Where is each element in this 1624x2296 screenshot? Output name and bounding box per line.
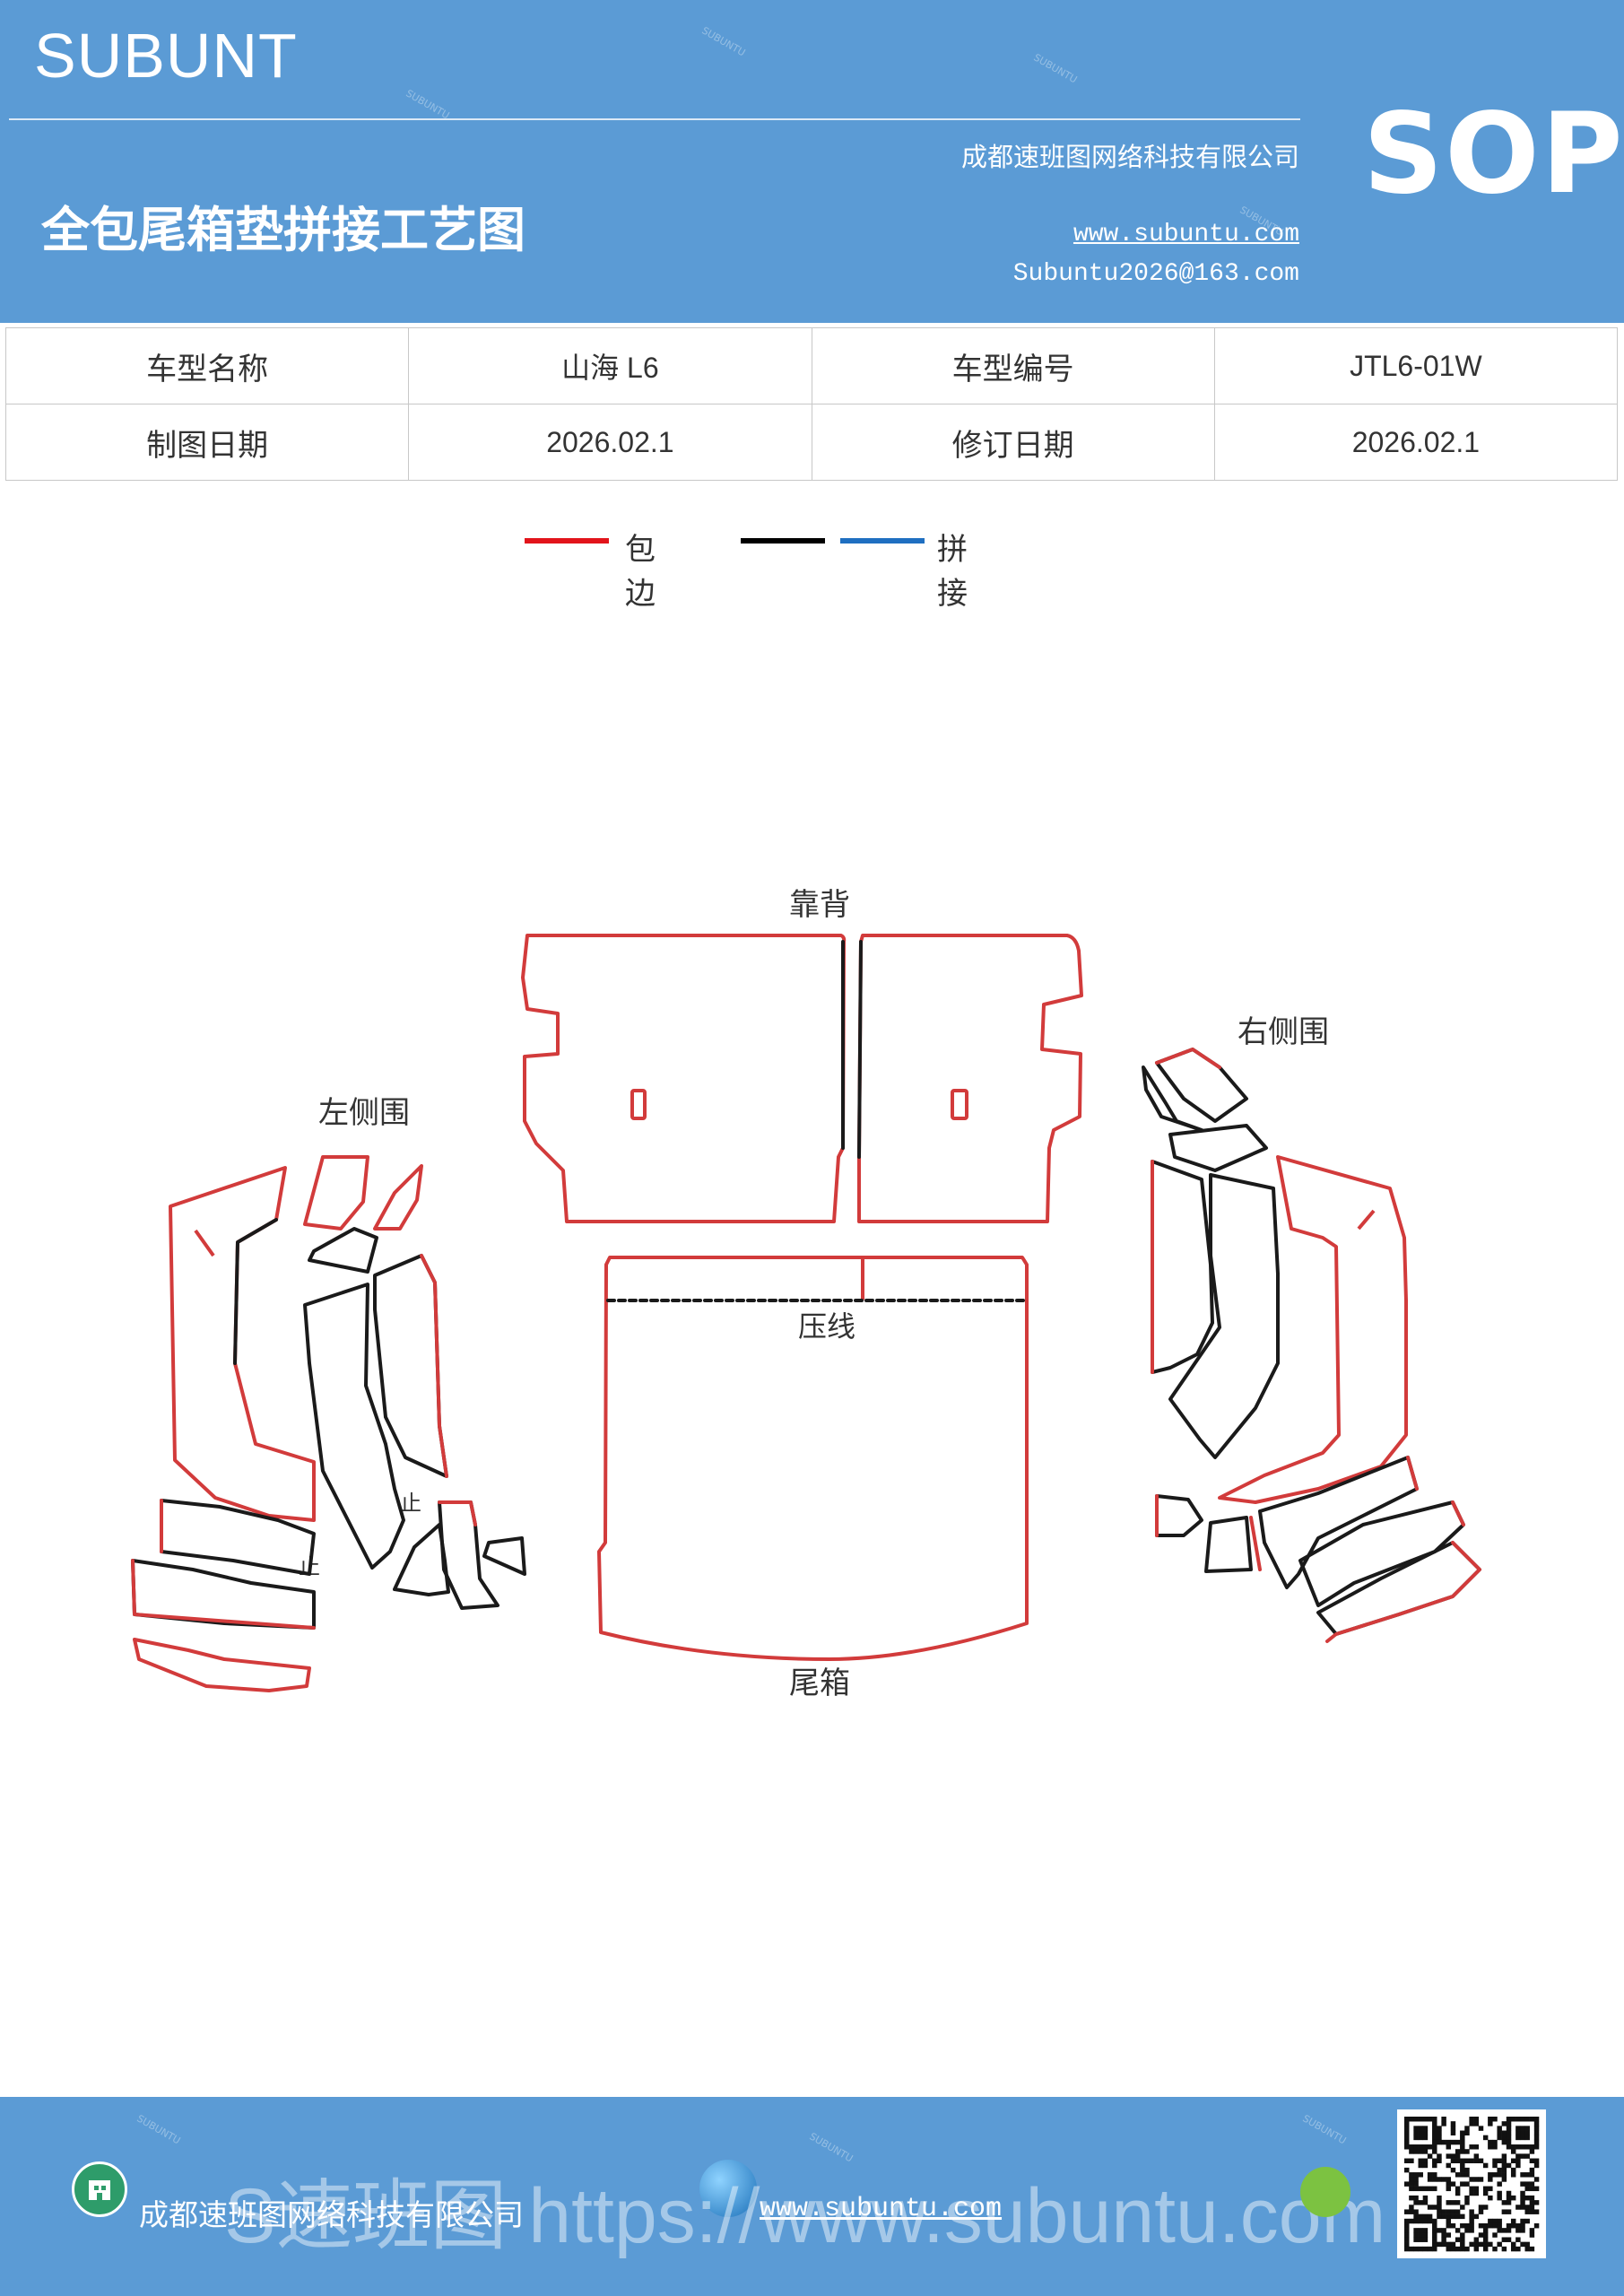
header-divider — [9, 118, 1300, 120]
table-row: 车型名称 山海 L6 车型编号 JTL6-01W — [4, 327, 1619, 404]
left-side-panel — [131, 1155, 526, 1692]
footer-company-name: 成都速班图网络科技有限公司 — [139, 2197, 524, 2232]
value-revision-date: 2026.02.1 — [1213, 404, 1619, 481]
table-row: 制图日期 2026.02.1 修订日期 2026.02.1 — [4, 404, 1619, 481]
label-right-side: 右侧围 — [1238, 1014, 1329, 1050]
value-model-code: JTL6-01W — [1213, 327, 1619, 404]
vehicle-info-table: 车型名称 山海 L6 车型编号 JTL6-01W 制图日期 2026.02.1 … — [4, 327, 1619, 481]
globe-icon — [699, 2160, 757, 2217]
email-address: Subuntu2026@163.com — [1012, 260, 1299, 288]
qr-code[interactable] — [1397, 2109, 1546, 2258]
label-revision-date: 修订日期 — [811, 404, 1215, 481]
label-backrest: 靠背 — [789, 887, 850, 923]
sop-badge: SOP — [1363, 90, 1624, 219]
website-link[interactable]: www.subuntu.com — [1073, 221, 1299, 248]
right-side-panel — [1142, 1048, 1481, 1643]
watermark: SUBUNTU — [1031, 51, 1080, 86]
wechat-icon — [1300, 2167, 1350, 2217]
label-left-side: 左侧围 — [318, 1095, 410, 1131]
footer-banner: SUBUNTU SUBUNTU SUBUNTU 成都速班图网络科技有限公司 ww… — [0, 2097, 1624, 2296]
legend-label-binding: 包边 — [625, 532, 656, 612]
trunk-mat-diagram: 靠背 左侧围 右侧围 压线 尾箱 止 止 — [131, 887, 1481, 1701]
backrest-right-panel — [857, 934, 1083, 1223]
watermark: SUBUNTU — [1300, 2112, 1349, 2147]
header-banner: SUBUNTU SUBUNTU SUBUNTU SUBUNTU SUBUNT 全… — [0, 0, 1624, 323]
label-model-name: 车型名称 — [4, 327, 410, 404]
watermark: SUBUNTU — [699, 24, 748, 59]
value-draw-date: 2026.02.1 — [408, 404, 812, 481]
legend-swatch-black — [741, 538, 825, 544]
backrest-left-panel — [521, 934, 847, 1223]
document-title: 全包尾箱垫拼接工艺图 — [41, 202, 525, 258]
legend-swatch-splice — [840, 538, 925, 544]
label-stop: 止 — [400, 1491, 421, 1516]
brand-name: SUBUNT — [34, 21, 298, 91]
company-name: 成都速班图网络科技有限公司 — [960, 142, 1299, 172]
trunk-floor-panel — [597, 1256, 1029, 1661]
label-trunk: 尾箱 — [789, 1665, 850, 1701]
label-draw-date: 制图日期 — [4, 404, 410, 481]
legend-swatch-binding — [525, 538, 609, 544]
label-press-line: 压线 — [798, 1309, 855, 1344]
value-model-name: 山海 L6 — [408, 327, 812, 404]
footer-watermark-text: S速班图 https://www.subuntu.com — [224, 2173, 1386, 2259]
building-icon — [72, 2161, 127, 2217]
watermark: SUBUNTU — [135, 2112, 183, 2147]
label-model-code: 车型编号 — [811, 327, 1215, 404]
watermark: SUBUNTU — [404, 87, 452, 122]
footer-website-link[interactable]: www.subuntu.com — [760, 2194, 1003, 2224]
legend-label-splice: 拼接 — [937, 532, 968, 612]
